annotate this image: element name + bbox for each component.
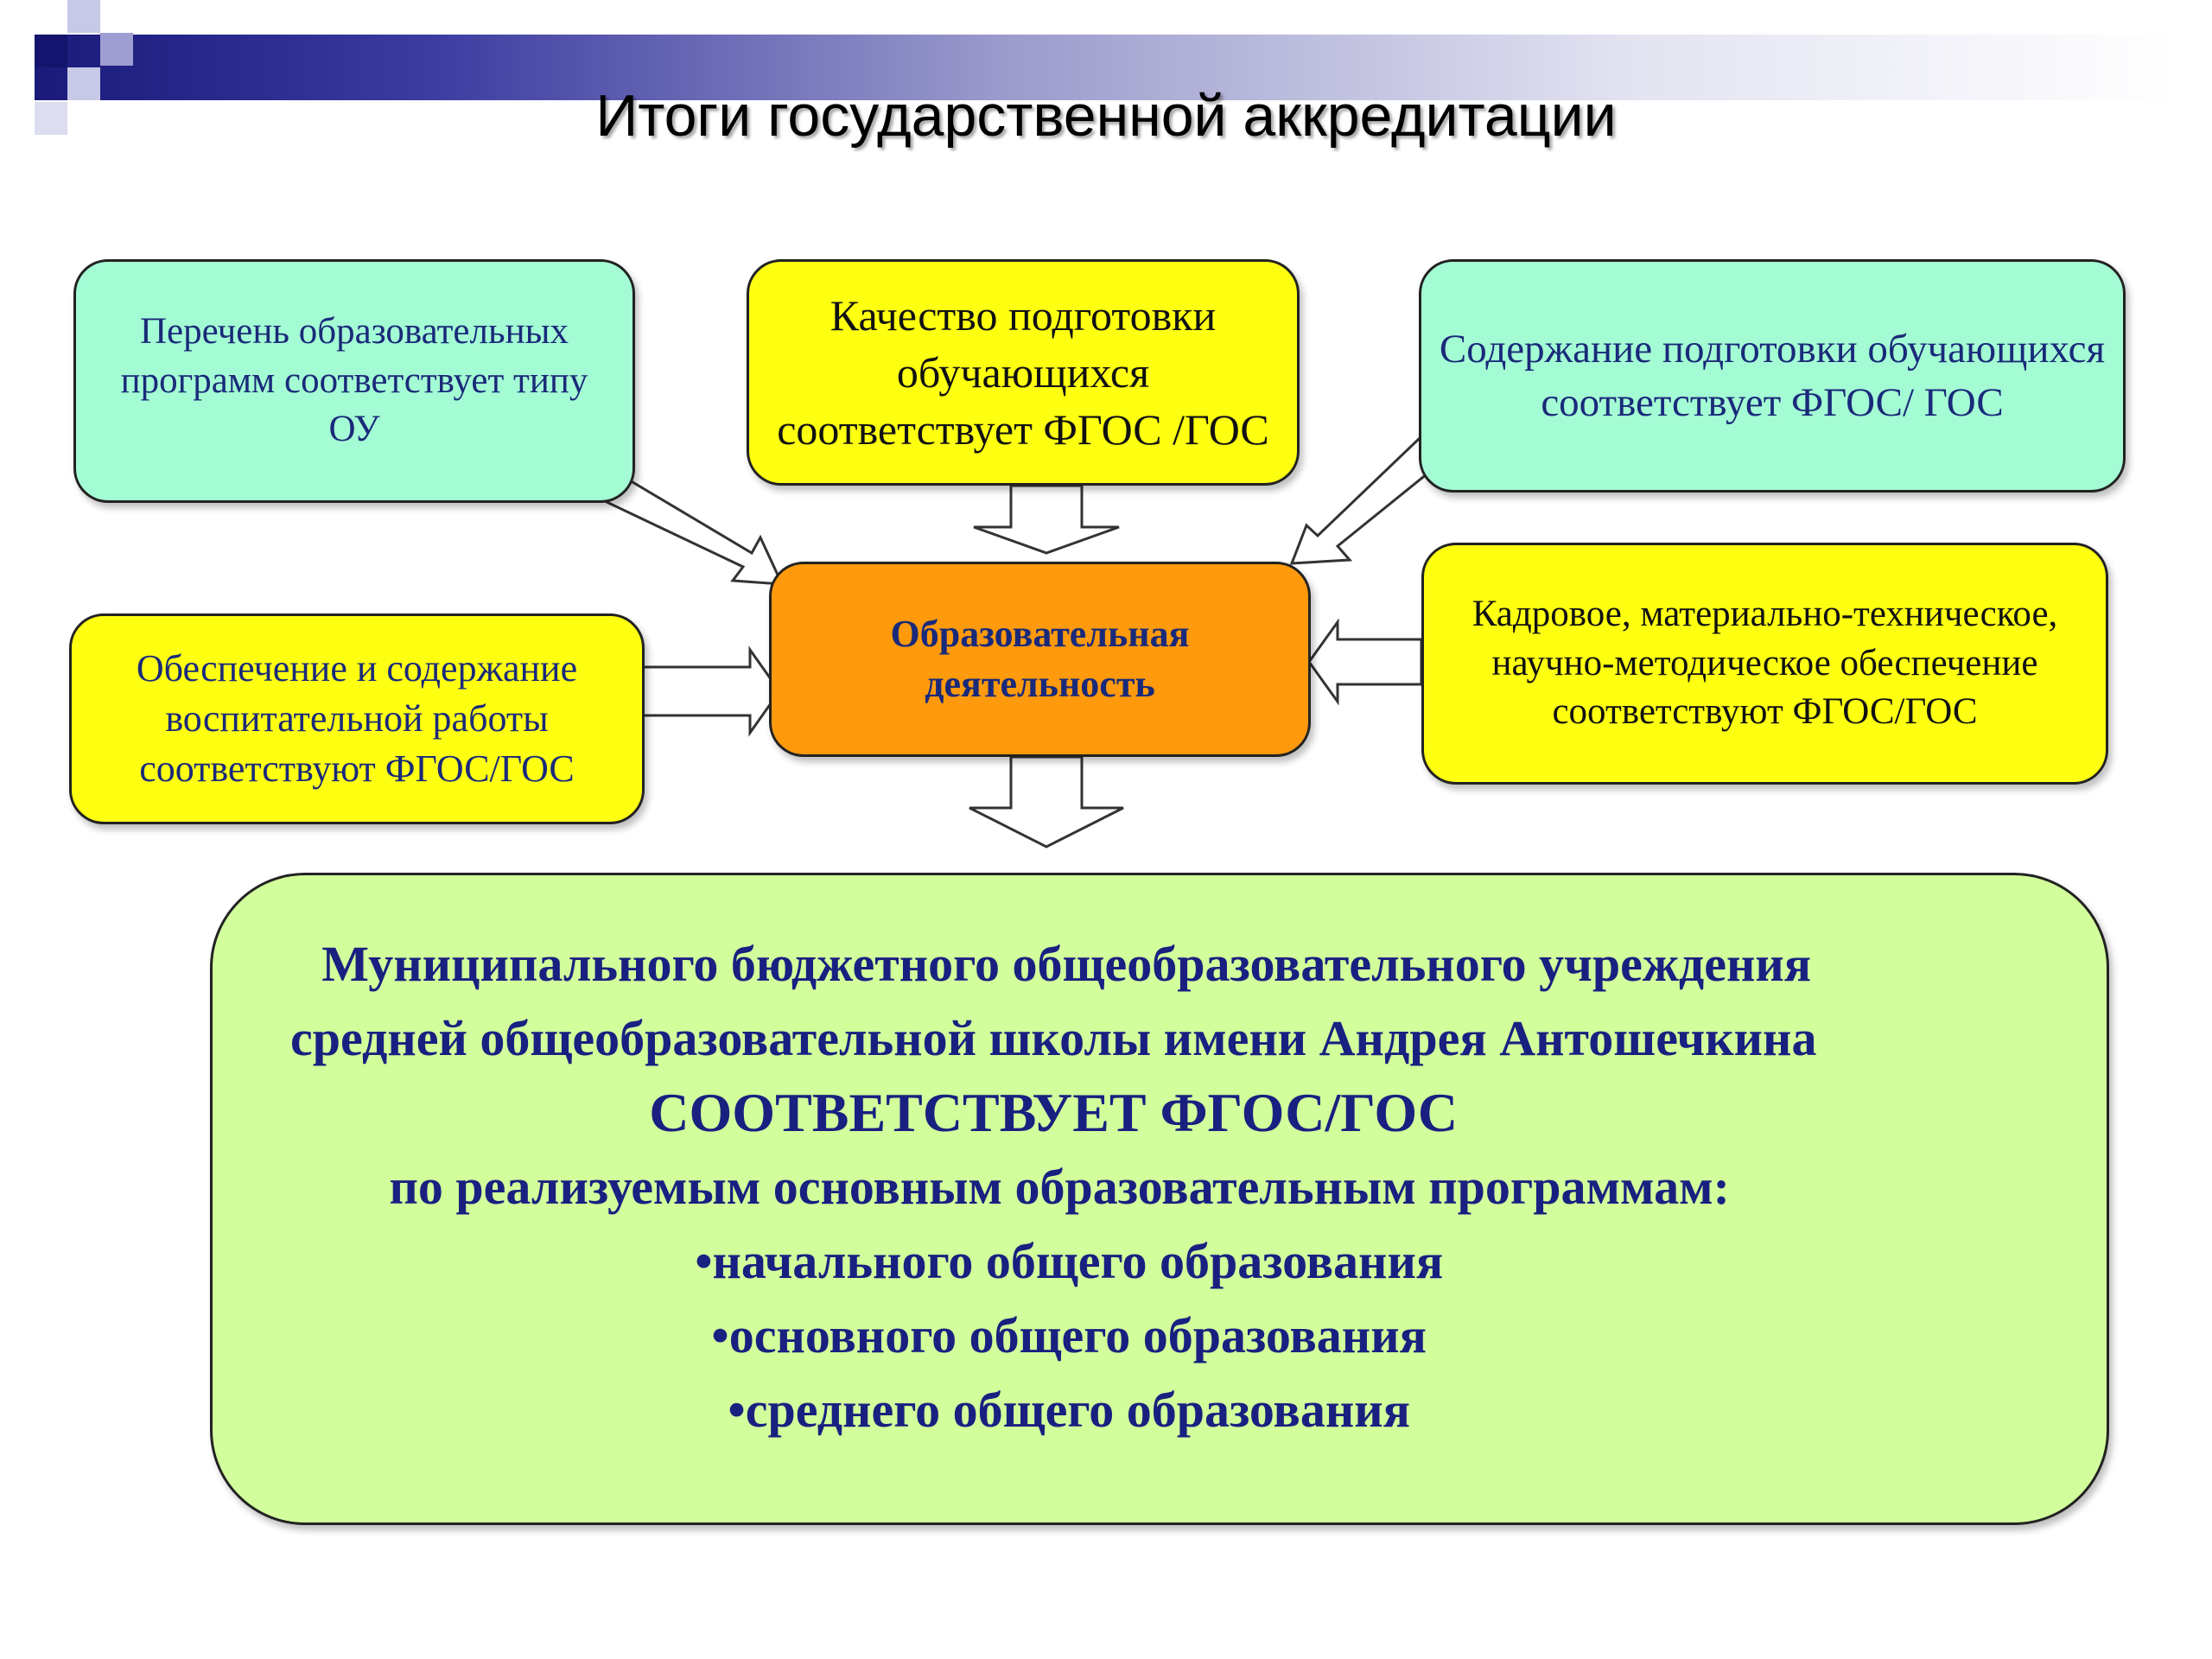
arrow-center-to-conclusion xyxy=(969,755,1124,849)
program-item: основного общего образования xyxy=(290,1299,1816,1373)
header-square-light2 xyxy=(67,67,100,100)
content-text: Содержание подготовки обучающихся соотве… xyxy=(1439,326,2106,425)
resources-text: Кадровое, материально-техническое, научн… xyxy=(1471,593,2058,733)
header-square-dark xyxy=(35,35,67,67)
program-item: среднего общего образования xyxy=(290,1373,1816,1447)
arrow-content-to-center xyxy=(1289,436,1438,565)
arrow-quality-to-center xyxy=(973,484,1120,555)
header-square-light xyxy=(67,0,100,33)
educational-activity-text: Образовательная деятельность xyxy=(890,612,1190,705)
quality-text: Качество подготовки обучающихся соответс… xyxy=(777,291,1269,454)
programs-box: Перечень образовательных программ соотве… xyxy=(73,259,635,503)
educational-activity-box: Образовательная деятельность xyxy=(769,562,1311,757)
conclusion-line-2: средней общеобразовательной школы имени … xyxy=(290,1010,1817,1066)
conclusion-box: Муниципального бюджетного общеобразовате… xyxy=(210,873,2109,1525)
programs-text: Перечень образовательных программ соотве… xyxy=(120,310,588,450)
conclusion-line-3: СООТВЕТСТВУЕТ ФГОС/ГОС xyxy=(649,1082,1459,1143)
upbringing-text: Обеспечение и содержание воспитательной … xyxy=(136,646,578,791)
content-box: Содержание подготовки обучающихся соотве… xyxy=(1419,259,2126,493)
header-square-pale xyxy=(35,102,67,135)
header-square-mid xyxy=(100,33,133,66)
header-band xyxy=(35,35,2177,100)
arrow-resources-to-center xyxy=(1307,618,1423,706)
program-item: начального общего образования xyxy=(290,1224,1816,1299)
arrow-programs-to-center xyxy=(602,475,785,586)
resources-box: Кадровое, материально-техническое, научн… xyxy=(1421,543,2108,785)
page-title: Итоги государственной аккредитации xyxy=(595,83,1617,149)
upbringing-box: Обеспечение и содержание воспитательной … xyxy=(69,613,645,824)
conclusion-line-1: Муниципального бюджетного общеобразовате… xyxy=(321,936,1812,992)
arrow-upbringing-to-center xyxy=(638,645,781,737)
conclusion-content: Муниципального бюджетного общеобразовате… xyxy=(290,927,1816,1447)
conclusion-line-4: по реализуемым основным образовательным … xyxy=(389,1159,1730,1215)
quality-box: Качество подготовки обучающихся соответс… xyxy=(747,259,1300,486)
